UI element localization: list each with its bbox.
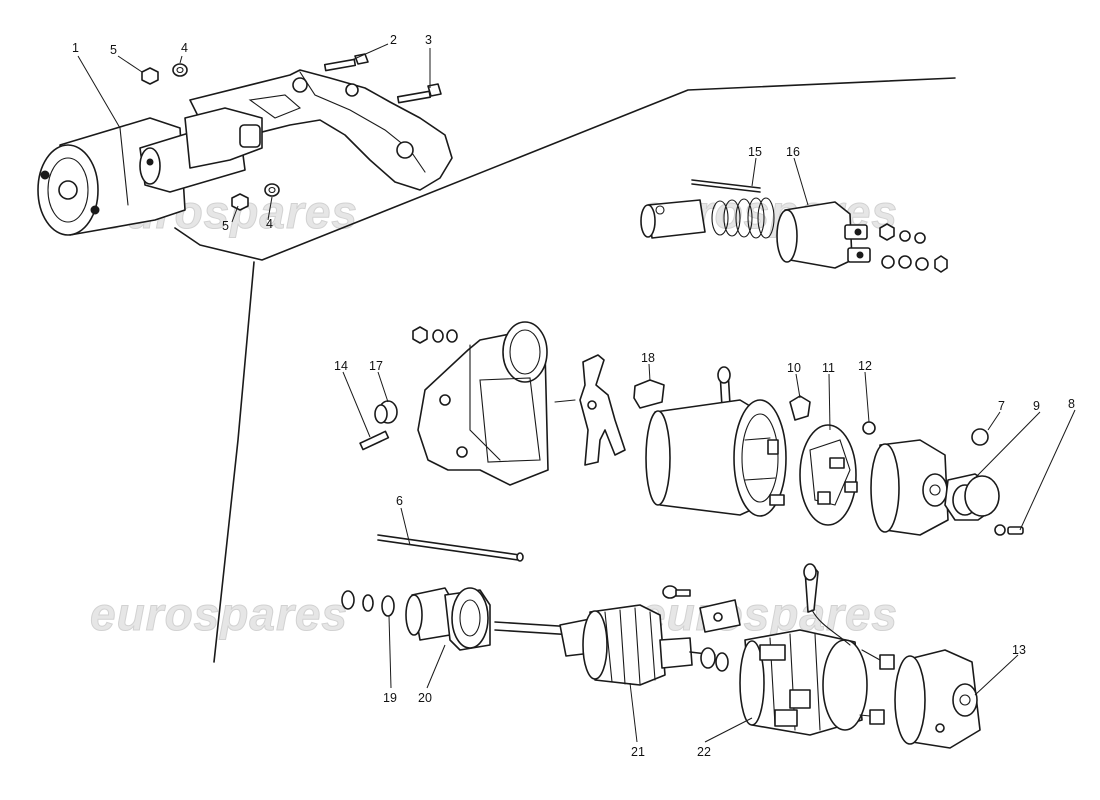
callout-2: 2 <box>390 33 397 47</box>
washer-icon <box>915 257 929 271</box>
washer-icon <box>432 329 444 343</box>
nut-icon <box>862 421 876 435</box>
field-coils-group <box>662 563 895 736</box>
nut-icon <box>141 67 159 85</box>
drive-end-housing-group <box>359 321 576 486</box>
solenoid-group <box>640 179 948 273</box>
assembled-starter-motor <box>37 69 453 236</box>
callout-4-bottom: 4 <box>266 217 273 231</box>
spring-icon <box>711 197 775 239</box>
nut-icon <box>879 223 895 241</box>
callout-6: 6 <box>396 494 403 508</box>
nut-icon <box>412 326 428 344</box>
callout-13: 13 <box>1012 643 1026 657</box>
callouts: 1 2 3 4 4 5 5 6 7 8 9 10 11 12 13 14 15 … <box>72 33 1075 759</box>
callout-20: 20 <box>418 691 432 705</box>
fork-lever <box>579 354 626 466</box>
drive-pinion-group <box>341 587 491 651</box>
end-cover <box>894 649 981 749</box>
leader-lines <box>77 43 1076 743</box>
callout-10: 10 <box>787 361 801 375</box>
callout-12: 12 <box>858 359 872 373</box>
bolt-icon <box>323 53 369 72</box>
bolt-icon <box>396 83 442 104</box>
through-bolt <box>377 534 524 562</box>
callout-16: 16 <box>786 145 800 159</box>
washer-icon <box>715 652 729 672</box>
callout-21: 21 <box>631 745 645 759</box>
assembled-fasteners <box>141 53 442 211</box>
washer-icon <box>881 255 895 269</box>
explode-lines <box>174 77 956 663</box>
callout-1: 1 <box>72 41 79 55</box>
callout-9: 9 <box>1033 399 1040 413</box>
armature <box>494 604 716 686</box>
callout-5-bottom: 5 <box>222 219 229 233</box>
callout-15: 15 <box>748 145 762 159</box>
washer-icon <box>446 329 458 343</box>
callout-7: 7 <box>998 399 1005 413</box>
callout-19: 19 <box>383 691 397 705</box>
part-18-clip <box>633 379 665 409</box>
callout-22: 22 <box>697 745 711 759</box>
yoke-frame-group <box>645 366 876 526</box>
callout-18: 18 <box>641 351 655 365</box>
commutator-end-cover-group <box>870 428 1024 536</box>
callout-11: 11 <box>822 361 835 375</box>
callout-5-top: 5 <box>110 43 117 57</box>
washer-icon <box>341 590 355 610</box>
callout-8: 8 <box>1068 397 1075 411</box>
nut-icon <box>231 193 249 211</box>
screw-icon <box>662 585 678 599</box>
callout-3: 3 <box>425 33 432 47</box>
washer-icon <box>381 595 395 617</box>
callout-4-top: 4 <box>181 41 188 55</box>
nut-icon <box>971 428 989 446</box>
nut-icon <box>934 255 948 273</box>
washer-icon <box>700 647 716 669</box>
washer-icon <box>898 255 912 269</box>
washer-icon <box>172 63 188 77</box>
washer-icon <box>264 183 280 197</box>
callout-17: 17 <box>369 359 383 373</box>
washer-icon <box>362 594 374 612</box>
callout-14: 14 <box>334 359 348 373</box>
